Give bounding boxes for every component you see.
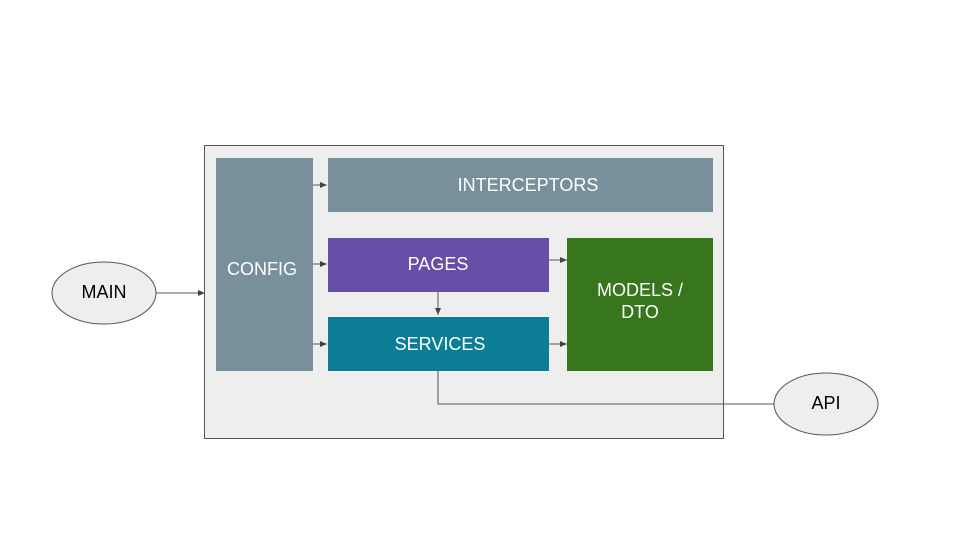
- models-box: [567, 238, 713, 371]
- node-pages: PAGES: [328, 238, 549, 292]
- api-ellipse: [773, 372, 879, 436]
- edge-services-api: [437, 371, 775, 405]
- pages-label: PAGES: [408, 254, 469, 274]
- config-label: CONFIG: [227, 259, 297, 279]
- node-interceptors: INTERCEPTORS: [328, 158, 713, 212]
- api-label: API: [811, 393, 840, 413]
- node-api: API: [773, 372, 879, 436]
- config-box: [216, 158, 313, 371]
- node-main: MAIN: [51, 261, 157, 325]
- node-models: MODELS / DTO: [567, 238, 713, 371]
- interceptors-label: INTERCEPTORS: [458, 175, 599, 195]
- models-label-line1: MODELS /: [597, 280, 683, 300]
- main-label: MAIN: [82, 282, 127, 302]
- node-services: SERVICES: [328, 317, 549, 371]
- edges: [156, 182, 775, 405]
- node-config: CONFIG: [216, 158, 313, 371]
- models-label-line2: DTO: [621, 302, 659, 322]
- services-label: SERVICES: [395, 334, 486, 354]
- pages-box: [328, 238, 549, 292]
- services-box: [328, 317, 549, 371]
- interceptors-box: [328, 158, 713, 212]
- main-ellipse: [51, 261, 157, 325]
